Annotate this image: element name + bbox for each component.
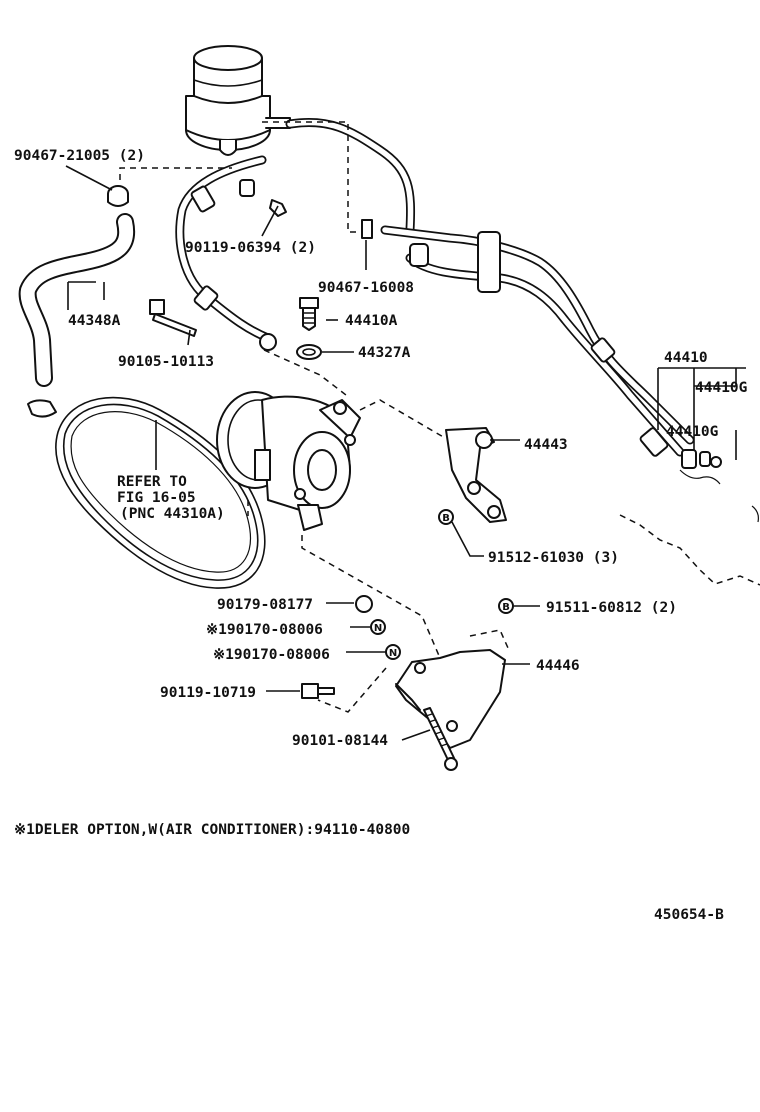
leader-lines [65, 165, 746, 741]
label-90467-16008: 90467-16008 [318, 280, 414, 296]
label-44410a: 44410A [345, 313, 398, 329]
reservoir-tank [185, 45, 291, 156]
bolt-badge-91511 [498, 598, 514, 614]
label-90119-10719: 90119-10719 [160, 685, 256, 701]
label-91511-60812: 91511-60812 (2) [546, 600, 677, 616]
svg-text:N: N [374, 623, 382, 634]
hose-lines [175, 117, 722, 469]
label-44348a: 44348A [68, 313, 121, 329]
assembly-dashed-lines [119, 121, 509, 713]
svg-text:N: N [389, 648, 397, 659]
power-steering-pump [216, 391, 361, 531]
label-44410: 44410 [664, 350, 708, 366]
label-90170-08006-a: ※190170-08006 [206, 622, 323, 638]
fittings [149, 199, 373, 699]
label-44327a: 44327A [358, 345, 411, 361]
fastener-badges: B B N N [370, 509, 514, 660]
svg-text:B: B [502, 602, 510, 613]
svg-text:B: B [442, 513, 450, 524]
nut-badge-b [385, 644, 401, 660]
label-44446: 44446 [536, 658, 580, 674]
label-90119-06394: 90119-06394 (2) [185, 240, 316, 256]
diagram-code: 450654-B [654, 907, 724, 923]
label-91512-61030: 91512-61030 (3) [488, 550, 619, 566]
bracket-44443 [445, 427, 507, 523]
footnote: ※1DELER OPTION,W(AIR CONDITIONER):94110-… [14, 822, 410, 838]
drive-belt [55, 396, 266, 589]
part-labels: 90467-21005 (2) 90119-06394 (2) 44348A 9… [14, 148, 747, 749]
engine-outline [619, 469, 760, 586]
label-90101-08144: 90101-08144 [292, 733, 388, 749]
label-44410g-lower: 44410G [666, 424, 718, 440]
label-90170-08006-b: ※190170-08006 [213, 647, 330, 663]
label-90105-10113: 90105-10113 [118, 354, 214, 370]
bolt-badge-91512 [438, 509, 454, 525]
label-44443: 44443 [524, 437, 568, 453]
bracket-44446 [395, 649, 506, 771]
belt-note-line2: FIG 16-05 [117, 490, 196, 506]
belt-note-line3: (PNC 44310A) [120, 506, 225, 522]
belt-note-line1: REFER TO [117, 474, 187, 490]
label-90467-21005: 90467-21005 (2) [14, 148, 145, 164]
nut-badge-a [370, 619, 386, 635]
return-hose-44348a [18, 185, 136, 418]
label-44410g-upper: 44410G [695, 380, 747, 396]
label-90179-08177: 90179-08177 [217, 597, 313, 613]
